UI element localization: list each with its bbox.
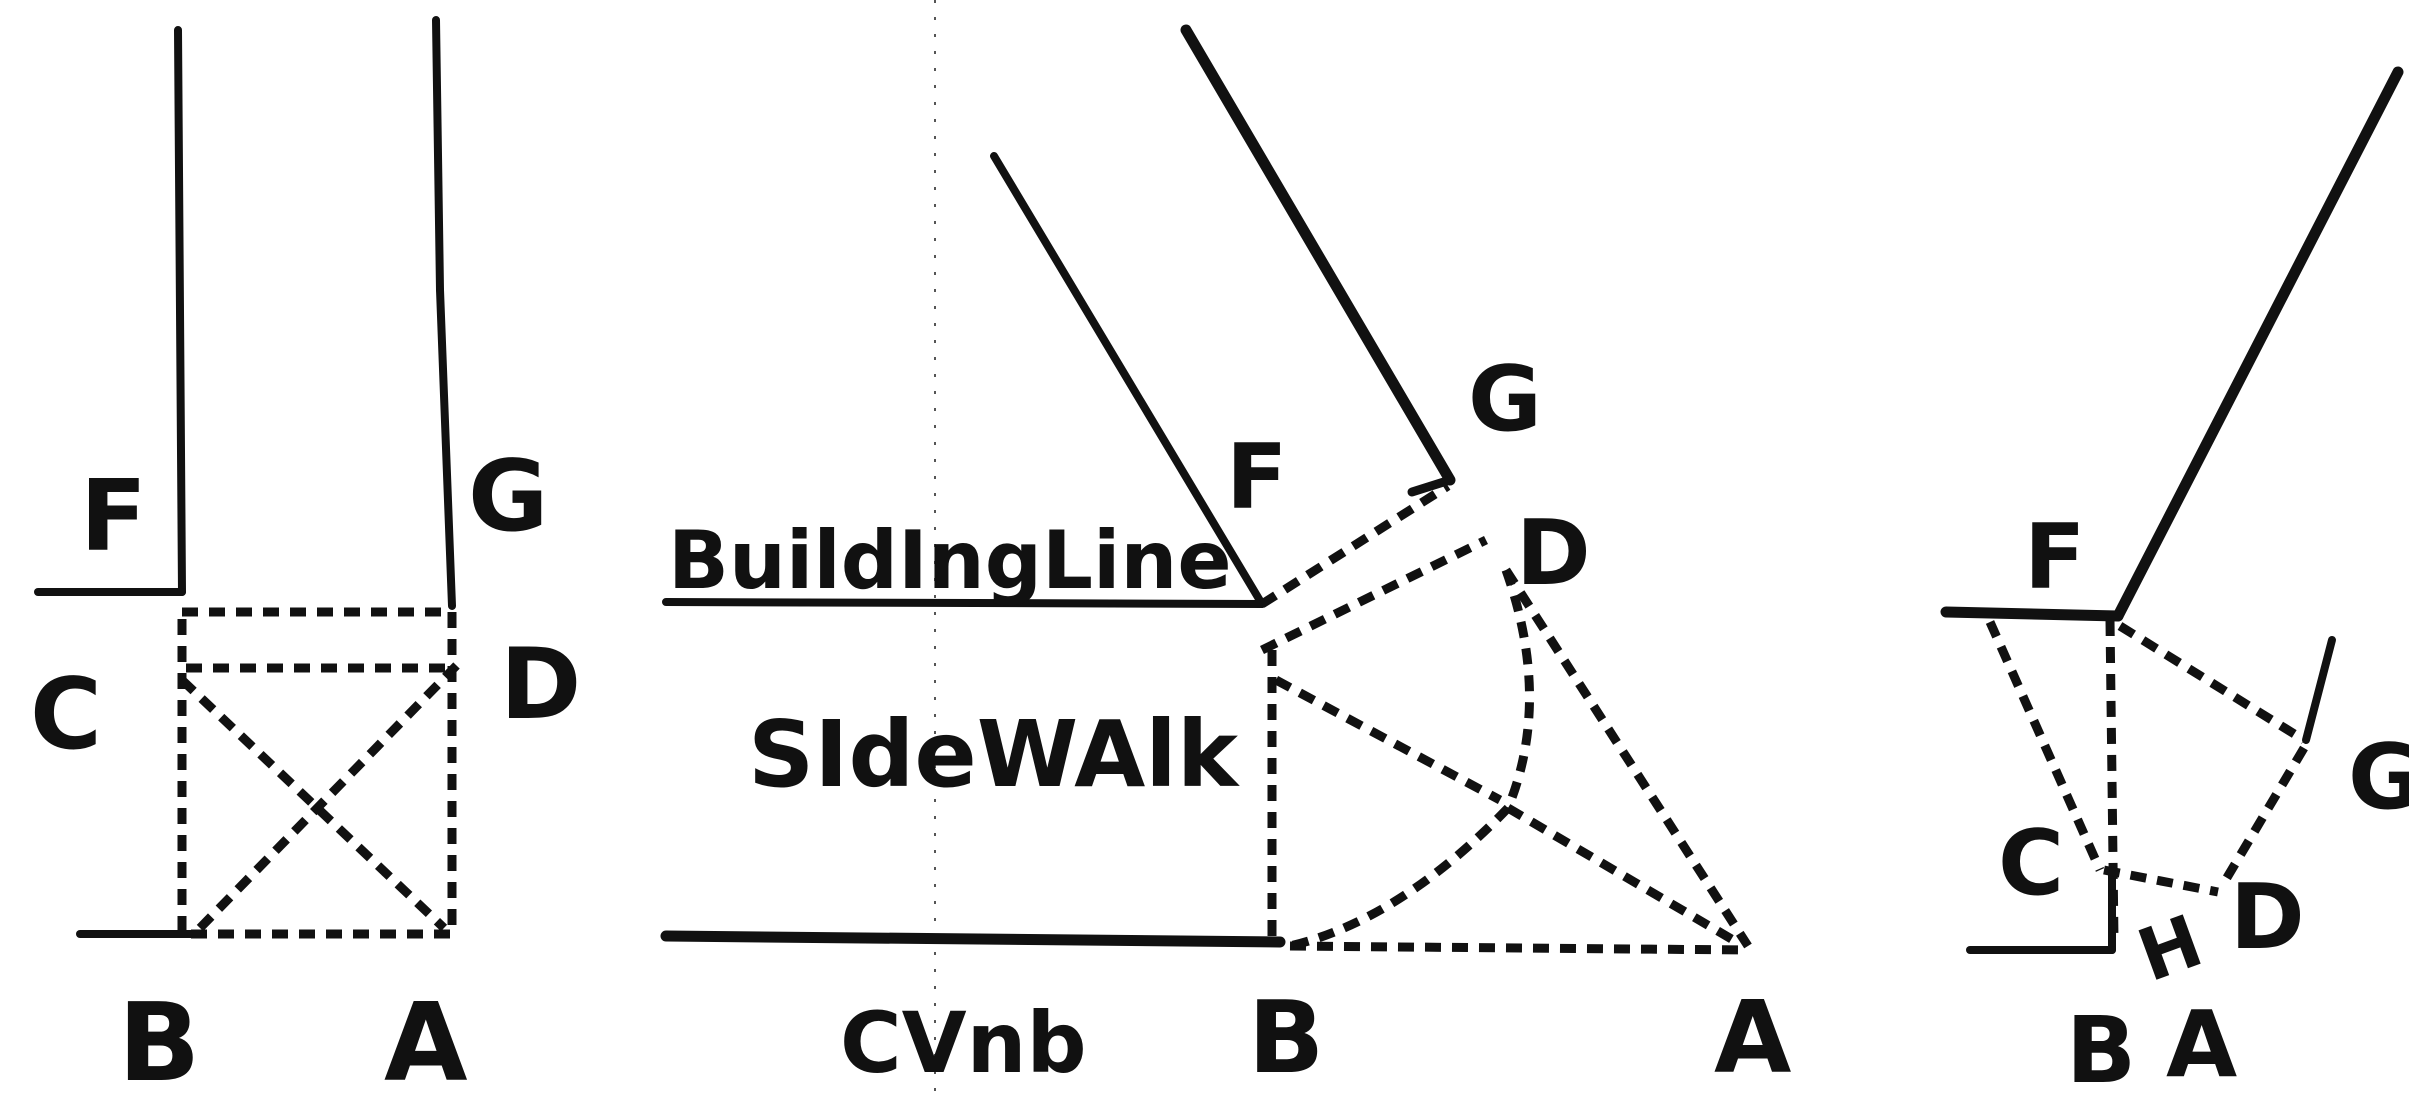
curb-label: CVnb xyxy=(840,994,1087,1092)
label-c: C xyxy=(30,658,102,772)
label-d: D xyxy=(1516,501,1591,606)
figure-middle: BuildIngLine SIdeWAlk CVnb F G D B A xyxy=(660,24,1791,1096)
dashed-f-to-g xyxy=(1259,482,1451,608)
dashed-f-to-b xyxy=(2105,619,2119,941)
dashed-f-to-g xyxy=(2117,622,2307,744)
label-a: A xyxy=(2166,991,2237,1098)
curb-line-diagonal xyxy=(1180,24,1456,486)
curb-line-diagonal-right xyxy=(2302,636,2336,744)
label-c: C xyxy=(1998,811,2064,916)
building-line-diagonal xyxy=(990,152,1266,608)
label-d: D xyxy=(500,628,581,742)
building-line-label: BuildIngLine xyxy=(668,514,1232,607)
label-f: F xyxy=(1226,425,1287,530)
label-a: A xyxy=(1714,979,1791,1096)
curb-line-vertical-left xyxy=(432,16,444,294)
curb-line-horizontal xyxy=(660,930,1286,948)
dashed-f-to-center xyxy=(1273,676,1503,804)
label-h: H xyxy=(2127,898,2212,998)
figure-left: F G C D B A xyxy=(30,16,581,1102)
square-outline xyxy=(177,607,457,939)
label-f: F xyxy=(2024,505,2085,610)
figure-right: F G C D H B A xyxy=(1940,66,2409,1102)
label-g: G xyxy=(2348,725,2409,830)
label-d: D xyxy=(2230,865,2305,970)
label-g: G xyxy=(468,440,548,554)
dashed-f-to-d xyxy=(1260,535,1488,655)
building-line-horizontal-right xyxy=(1940,606,2124,622)
dashed-center-to-a xyxy=(1505,804,1743,948)
label-b: B xyxy=(118,981,200,1102)
dashed-c-to-d xyxy=(2103,865,2219,897)
building-line-vertical-left xyxy=(174,26,186,596)
label-a: A xyxy=(384,981,468,1102)
building-line-horizontal xyxy=(662,598,1266,608)
label-f: F xyxy=(80,460,147,574)
label-b: B xyxy=(1248,979,1324,1096)
curb-tick-g xyxy=(1407,475,1455,497)
label-b: B xyxy=(2066,997,2136,1102)
diagonal-a-to-c xyxy=(178,676,448,932)
label-g: G xyxy=(1468,347,1542,452)
dashed-b-to-a xyxy=(1289,941,1749,955)
diagonal-b-to-d xyxy=(196,660,462,932)
dashed-d-to-a xyxy=(1502,567,1752,949)
curb-arc xyxy=(1288,568,1534,951)
curb-line-vertical-lower-left xyxy=(436,286,456,610)
sidewalk-label: SIdeWAlk xyxy=(748,701,1240,808)
dashed-left-to-c xyxy=(1985,620,2105,872)
building-line-diagonal-right xyxy=(2112,66,2404,622)
